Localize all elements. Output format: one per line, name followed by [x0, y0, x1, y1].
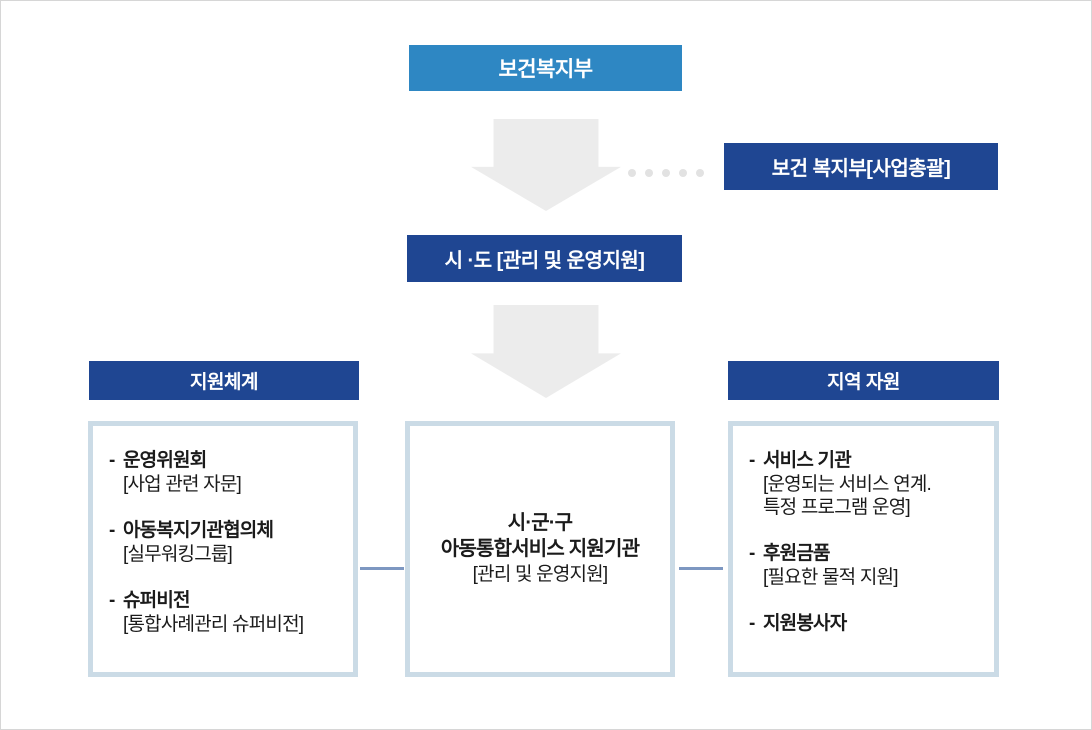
item-title-text: 운영위원회: [123, 450, 207, 471]
down-arrow-icon: [471, 305, 621, 398]
item-desc: [통합사례관리 슈퍼비전]: [123, 614, 304, 635]
bullet-dash: -: [109, 450, 115, 471]
dot: [662, 169, 670, 177]
node-ministry-supervision: 보건 복지부[사업총괄]: [724, 143, 998, 190]
item-desc: [사업 관련 자문]: [123, 474, 242, 495]
item-title: - 슈퍼비전: [109, 589, 343, 613]
bullet-dash: -: [109, 590, 115, 611]
list-item: - 후원금품 [필요한 물적 지원]: [749, 542, 988, 589]
dotted-connector: [628, 169, 704, 177]
header-support-system: 지원체계: [89, 361, 359, 400]
list-item: - 서비스 기관 [운영되는 서비스 연계. 특정 프로그램 운영]: [749, 449, 988, 519]
bullet-dash: -: [749, 543, 755, 564]
connector-left: [360, 567, 404, 570]
list-item: - 아동복지기관협의체 [실무워킹그룹]: [109, 519, 343, 566]
item-title-text: 아동복지기관협의체: [123, 520, 274, 541]
panel-sigungu-agency: 시·군·구 아동통합서비스 지원기관 [관리 및 운영지원]: [405, 421, 675, 677]
list-item: - 운영위원회 [사업 관련 자문]: [109, 449, 343, 496]
item-desc: 특정 프로그램 운영]: [763, 497, 911, 518]
item-desc: [실무워킹그룹]: [123, 544, 233, 565]
dot: [696, 169, 704, 177]
center-line-3: [관리 및 운영지원]: [472, 564, 608, 585]
bullet-dash: -: [749, 450, 755, 471]
item-title-text: 후원금품: [763, 543, 831, 564]
down-arrow-icon: [471, 119, 621, 211]
panel-support-system: - 운영위원회 [사업 관련 자문] - 아동복지기관협의체 [실무워킹그룹] …: [88, 421, 358, 677]
item-title: - 서비스 기관: [749, 449, 988, 473]
node-ministry: 보건복지부: [409, 45, 682, 91]
list-item: - 슈퍼비전 [통합사례관리 슈퍼비전]: [109, 589, 343, 636]
bullet-dash: -: [749, 613, 755, 634]
dot: [679, 169, 687, 177]
item-title-text: 슈퍼비전: [123, 590, 191, 611]
center-line-2: 아동통합서비스 지원기관: [440, 538, 640, 560]
item-title: - 운영위원회: [109, 449, 343, 473]
item-title: - 지원봉사자: [749, 612, 988, 636]
node-sido: 시 ·도 [관리 및 운영지원]: [407, 235, 682, 282]
item-title-text: 지원봉사자: [763, 613, 847, 634]
center-line-1: 시·군·구: [507, 512, 573, 534]
item-title: - 후원금품: [749, 542, 988, 566]
item-desc: [운영되는 서비스 연계.: [763, 474, 932, 495]
item-title: - 아동복지기관협의체: [109, 519, 343, 543]
dot: [645, 169, 653, 177]
dot: [628, 169, 636, 177]
header-local-resources: 지역 자원: [728, 361, 999, 400]
connector-right: [679, 567, 723, 570]
item-desc: [필요한 물적 지원]: [763, 567, 898, 588]
item-title-text: 서비스 기관: [763, 450, 852, 471]
list-item: - 지원봉사자: [749, 612, 988, 636]
panel-local-resources: - 서비스 기관 [운영되는 서비스 연계. 특정 프로그램 운영] - 후원금…: [728, 421, 999, 677]
bullet-dash: -: [109, 520, 115, 541]
